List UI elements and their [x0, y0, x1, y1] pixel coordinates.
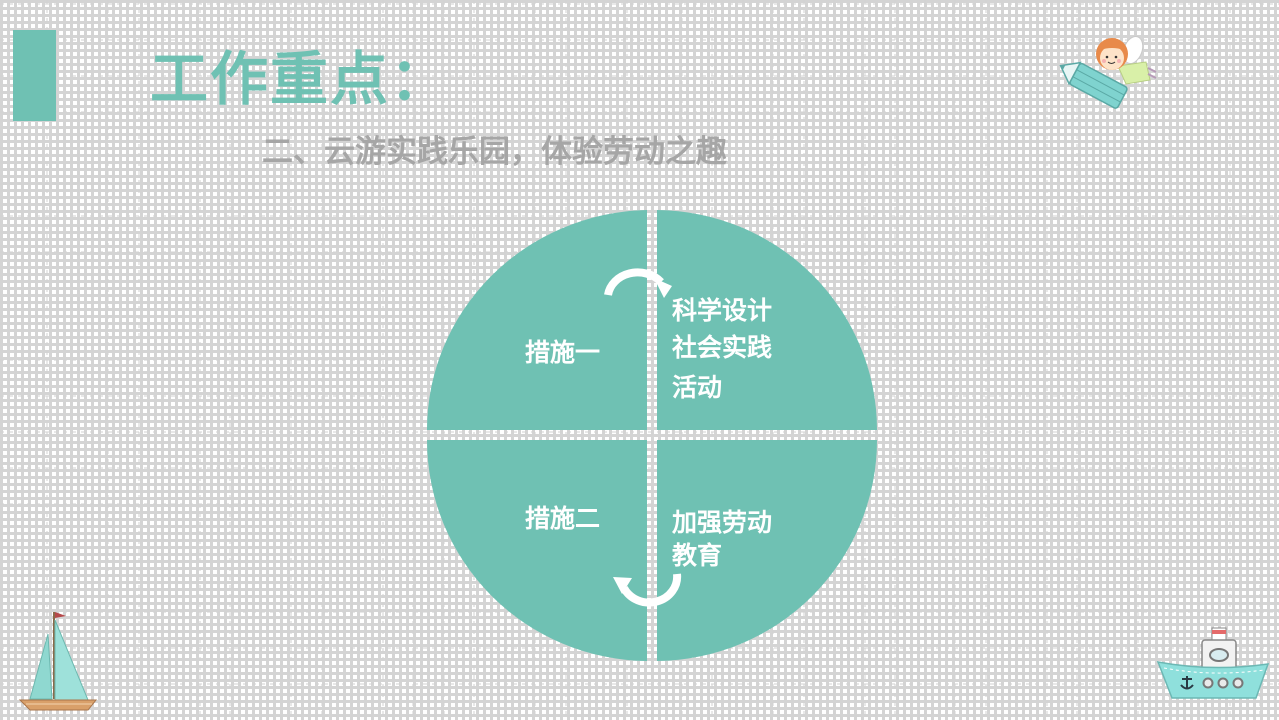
quadrant-text-line: 活动 [672, 373, 723, 402]
quadrant-text-line: 社会实践 [672, 333, 773, 362]
quadrant-text-line: 加强劳动 [672, 508, 773, 537]
slide-title: 工作重点： [150, 45, 451, 113]
quadrant-text-top-right: 科学设计 社会实践 活动 [672, 292, 772, 406]
quadrant-text-line: 科学设计 [672, 296, 773, 325]
quadrant-text-bottom-right: 加强劳动 教育 [672, 506, 772, 572]
quadrant-text-line: 教育 [672, 541, 723, 570]
quadrant-top-right [657, 210, 877, 430]
sailboat-icon [18, 612, 98, 711]
clockwise-arrow-bottom-icon [613, 573, 682, 607]
title-accent-bar [13, 30, 56, 121]
steamboat-icon [1156, 627, 1270, 699]
quadrant-label-measure-1: 措施一 [525, 338, 601, 367]
quadrant-label-measure-2: 措施二 [525, 504, 601, 533]
fairy-on-pencil-icon [1059, 35, 1157, 109]
slide-subtitle: 二、云游实践乐园，体验劳动之趣 [262, 134, 727, 170]
quadrant-bottom-left [427, 440, 647, 661]
quadrant-top-left [426, 210, 647, 430]
clockwise-arrow-top-icon [604, 268, 672, 298]
quadrant-bottom-right [657, 440, 878, 661]
